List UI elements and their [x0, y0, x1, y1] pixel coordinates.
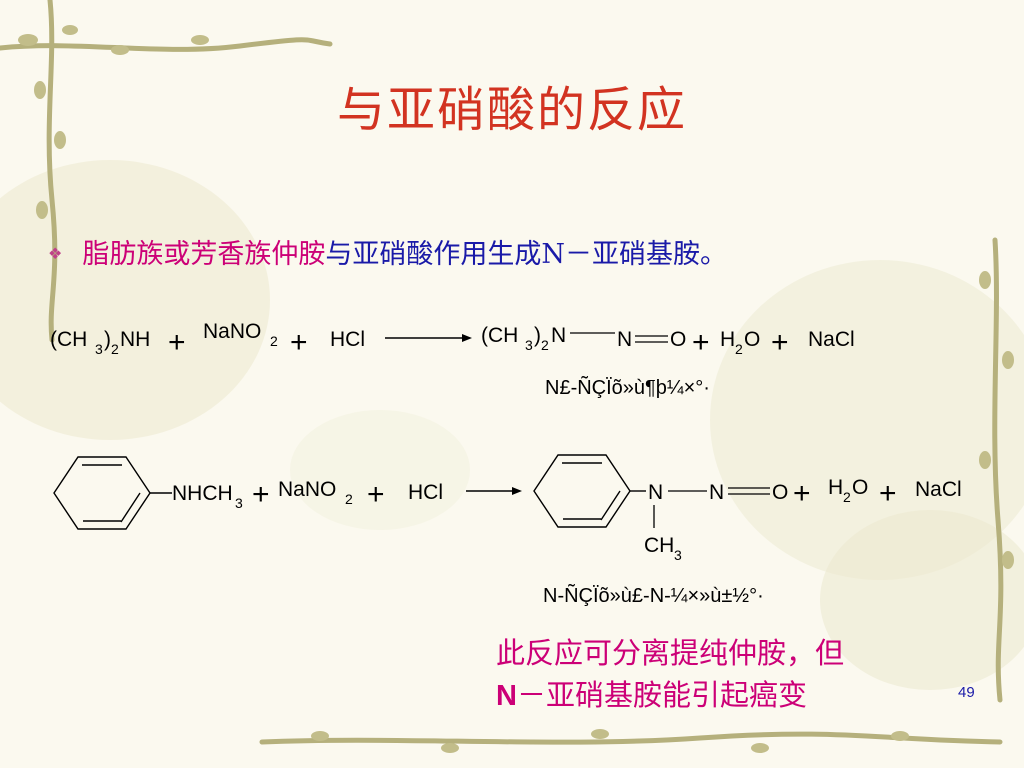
r1-product-n2: N	[617, 328, 632, 351]
note-line-2-text: －亚硝基胺能引起癌变	[516, 678, 807, 712]
r1-product-sub2: 2	[541, 337, 549, 353]
r2-product-caption: N-ÑÇÏõ»ù£-N-¼×»ù±½°·	[543, 583, 764, 607]
r1-reactant-sub2: 2	[111, 341, 119, 357]
r1-plus-3: +	[692, 326, 710, 359]
r2-plus-4: +	[879, 477, 897, 510]
r1-plus-2: +	[290, 326, 308, 359]
r2-product-o: O	[772, 481, 788, 504]
reaction-1: (CH 3 ) 2 NH + NaNO 2 + HCl (CH 3 ) 2 N …	[50, 320, 855, 399]
r2-nhch: NHCH	[172, 482, 233, 505]
r1-product-caption: N£-ÑÇÏõ»ù¶þ¼×°·	[545, 375, 710, 399]
r2-benzene-ring-product	[533, 454, 646, 528]
r1-water-h: H	[720, 328, 735, 351]
r1-nano2: NaNO	[203, 320, 261, 343]
note-n-letter: N	[496, 680, 517, 712]
r1-hcl: HCl	[330, 328, 365, 351]
r2-nhch-sub3: 3	[235, 495, 243, 511]
r2-benzene-ring-reactant	[53, 456, 172, 530]
r2-water-h: H	[828, 476, 843, 499]
r1-plus-1: +	[168, 326, 186, 359]
r2-nano2: NaNO	[278, 478, 336, 501]
carcinogen-note: 此反应可分离提纯仲胺，但 N－亚硝基胺能引起癌变	[496, 632, 844, 717]
r2-plus-3: +	[793, 477, 811, 510]
bullet-text: 与亚硝酸作用生成N－亚硝基胺。	[325, 239, 727, 270]
r1-product-sub3: 3	[525, 337, 533, 353]
r2-arrowhead-icon	[512, 487, 522, 495]
r2-plus-1: +	[252, 478, 270, 511]
r1-product-paren: )	[534, 324, 541, 347]
r1-nano2-sub: 2	[270, 333, 278, 349]
note-line-1: 此反应可分离提纯仲胺，但	[496, 636, 845, 670]
r2-water-o: O	[852, 476, 868, 499]
r2-product-n2: N	[709, 481, 724, 504]
r2-nacl: NaCl	[915, 478, 962, 501]
bullet-text-highlight: 脂肪族或芳香族仲胺	[82, 239, 326, 270]
r2-methyl-ch: CH	[644, 534, 674, 557]
r2-water-sub: 2	[843, 489, 851, 505]
r1-plus-4: +	[771, 326, 789, 359]
diamond-bullet-icon: ❖	[48, 244, 63, 263]
r1-reactant-paren: )	[104, 328, 111, 351]
r2-methyl-sub3: 3	[674, 547, 682, 563]
r1-reactant-nh: NH	[120, 328, 150, 351]
r1-product-o: O	[670, 328, 686, 351]
r1-reactant-prefix: (CH	[50, 328, 87, 351]
r1-water-o: O	[744, 328, 760, 351]
r1-water-sub: 2	[735, 341, 743, 357]
r2-nano2-sub: 2	[345, 491, 353, 507]
r1-nacl: NaCl	[808, 328, 855, 351]
r1-product-n1: N	[551, 324, 566, 347]
slide-title: 与亚硝酸的反应	[336, 82, 687, 138]
r2-hcl: HCl	[408, 481, 443, 504]
reaction-2: NHCH 3 + NaNO 2 + HCl N N O CH 3 + H 2 O…	[53, 454, 962, 607]
note-line-2: N－亚硝基胺能引起癌变	[496, 674, 844, 717]
bullet-point: ❖ 脂肪族或芳香族仲胺与亚硝酸作用生成N－亚硝基胺。	[48, 232, 727, 271]
page-number: 49	[958, 684, 975, 701]
r2-plus-2: +	[367, 478, 385, 511]
r1-product-prefix: (CH	[481, 324, 518, 347]
r2-product-n1: N	[648, 481, 663, 504]
r1-arrowhead-icon	[462, 334, 472, 342]
r1-reactant-sub3: 3	[95, 341, 103, 357]
